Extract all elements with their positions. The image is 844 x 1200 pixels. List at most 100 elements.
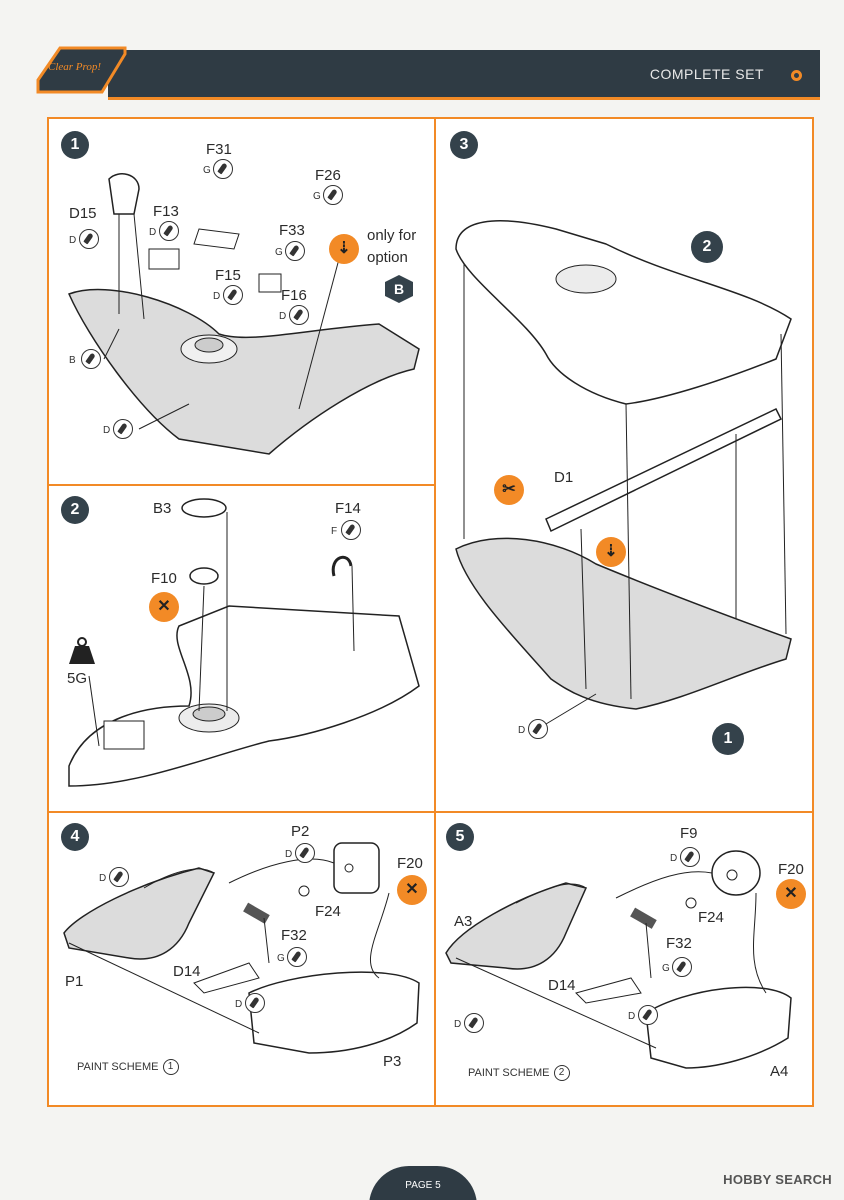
paint-scheme-number: 1 bbox=[162, 1059, 179, 1075]
step-4-panel: 4 P2 D F20 ✕ F24 D F32 G D14 D P1 P3 bbox=[49, 813, 436, 1105]
step-5-panel: 5 F9 D F20 ✕ F24 A3 F32 G D14 D D A4 bbox=[436, 813, 812, 1105]
cement-icon bbox=[285, 241, 305, 261]
glue-marker: D bbox=[149, 227, 157, 238]
cement-icon bbox=[464, 1013, 484, 1033]
cement-icon bbox=[81, 349, 101, 369]
part-label-p3: P3 bbox=[383, 1053, 402, 1070]
step-2-drawing bbox=[68, 498, 420, 787]
glue-marker: D bbox=[235, 999, 243, 1010]
glue-marker: D bbox=[213, 291, 221, 302]
paint-scheme-label: PAINT SCHEME bbox=[468, 1066, 550, 1079]
glue-marker: B bbox=[69, 355, 76, 366]
step-3-panel: 3 2 D1 ✂ ⇣ D 1 bbox=[436, 119, 812, 813]
cement-icon bbox=[672, 957, 692, 977]
no-glue-icon: ✕ bbox=[397, 875, 427, 905]
glue-marker: D bbox=[454, 1019, 462, 1030]
part-label-f32: F32 bbox=[281, 927, 307, 944]
step-3-badge: 3 bbox=[450, 131, 478, 159]
glue-marker: G bbox=[313, 191, 321, 202]
glue-marker: D bbox=[279, 311, 287, 322]
part-label-5g: 5G bbox=[67, 670, 88, 687]
part-label-a3: A3 bbox=[454, 913, 473, 930]
part-label-f31: F31 bbox=[206, 141, 232, 158]
part-label-f26: F26 bbox=[315, 167, 341, 184]
drill-icon: ⇣ bbox=[329, 234, 359, 264]
step-5-drawing bbox=[445, 850, 792, 1069]
part-label-f15: F15 bbox=[215, 267, 241, 284]
step-1-badge: 1 bbox=[61, 131, 89, 159]
glue-marker: G bbox=[275, 247, 283, 258]
part-label-p1: P1 bbox=[65, 973, 84, 990]
part-label-d1: D1 bbox=[554, 469, 574, 486]
no-glue-icon: ✕ bbox=[776, 879, 806, 909]
cement-icon bbox=[341, 520, 361, 540]
glue-marker: D bbox=[99, 873, 107, 884]
weight-icon bbox=[69, 637, 95, 664]
step-4-drawing bbox=[63, 842, 420, 1054]
no-glue-icon: ✕ bbox=[149, 592, 179, 622]
header-title: COMPLETE SET bbox=[649, 66, 764, 82]
glue-marker: G bbox=[277, 953, 285, 964]
cement-icon bbox=[109, 867, 129, 887]
glue-marker: D bbox=[285, 849, 293, 860]
sub-assembly-2-badge: 2 bbox=[691, 231, 723, 263]
glue-marker: G bbox=[203, 165, 211, 176]
cement-icon bbox=[79, 229, 99, 249]
step-5-badge: 5 bbox=[446, 823, 474, 851]
page-header: COMPLETE SET Clear Prop! bbox=[30, 40, 820, 102]
step-2-panel: 2 B3 F14 F F10 ✕ 5G bbox=[49, 486, 436, 813]
watermark: HOBBY SEARCH bbox=[723, 1172, 832, 1187]
part-label-f24: F24 bbox=[315, 903, 341, 920]
glue-marker: D bbox=[518, 725, 526, 736]
cement-icon bbox=[287, 947, 307, 967]
part-label-f13: F13 bbox=[153, 203, 179, 220]
step-1-drawing bbox=[67, 173, 420, 455]
cement-icon bbox=[323, 185, 343, 205]
paint-scheme-label: PAINT SCHEME bbox=[77, 1060, 159, 1073]
logo-text: Clear Prop! bbox=[48, 61, 101, 73]
cement-icon bbox=[245, 993, 265, 1013]
part-label-d15: D15 bbox=[69, 205, 97, 222]
cement-icon bbox=[295, 843, 315, 863]
part-label-f20: F20 bbox=[778, 861, 804, 878]
page-number: PAGE 5 bbox=[405, 1180, 441, 1191]
assembly-steps: 1 F31 F26 D15 F13 F33 F15 F16 G G D D bbox=[47, 117, 814, 1107]
option-note: only for option bbox=[367, 227, 417, 266]
part-label-f14: F14 bbox=[335, 500, 361, 517]
glue-marker: F bbox=[331, 526, 338, 537]
step-1-panel: 1 F31 F26 D15 F13 F33 F15 F16 G G D D bbox=[49, 119, 436, 486]
sub-assembly-1-badge: 1 bbox=[712, 723, 744, 755]
page-number-tab: PAGE 5 bbox=[369, 1166, 477, 1200]
part-label-f16: F16 bbox=[281, 287, 307, 304]
cement-icon bbox=[680, 847, 700, 867]
drill-icon: ⇣ bbox=[596, 537, 626, 567]
part-label-b3: B3 bbox=[153, 500, 172, 517]
knife-icon: ✂ bbox=[494, 475, 524, 505]
cement-icon bbox=[289, 305, 309, 325]
glue-marker: G bbox=[662, 963, 670, 974]
part-label-d14: D14 bbox=[173, 963, 201, 980]
part-label-f32: F32 bbox=[666, 935, 692, 952]
part-label-a4: A4 bbox=[770, 1063, 789, 1080]
glue-marker: D bbox=[103, 425, 111, 436]
part-label-f10: F10 bbox=[151, 570, 177, 587]
header-dot-icon bbox=[791, 70, 802, 81]
part-label-f20: F20 bbox=[397, 855, 423, 872]
cement-icon bbox=[159, 221, 179, 241]
header-bar: COMPLETE SET bbox=[108, 50, 820, 100]
cement-icon bbox=[113, 419, 133, 439]
part-label-f24: F24 bbox=[698, 909, 724, 926]
cement-icon bbox=[223, 285, 243, 305]
part-label-f33: F33 bbox=[279, 222, 305, 239]
glue-marker: D bbox=[69, 235, 77, 246]
cement-icon bbox=[213, 159, 233, 179]
brand-logo: Clear Prop! bbox=[36, 46, 127, 94]
part-label-p2: P2 bbox=[291, 823, 310, 840]
glue-marker: D bbox=[670, 853, 678, 864]
cement-icon bbox=[638, 1005, 658, 1025]
paint-scheme-number: 2 bbox=[553, 1065, 570, 1081]
part-label-d14: D14 bbox=[548, 977, 576, 994]
step-3-drawing bbox=[455, 220, 792, 725]
